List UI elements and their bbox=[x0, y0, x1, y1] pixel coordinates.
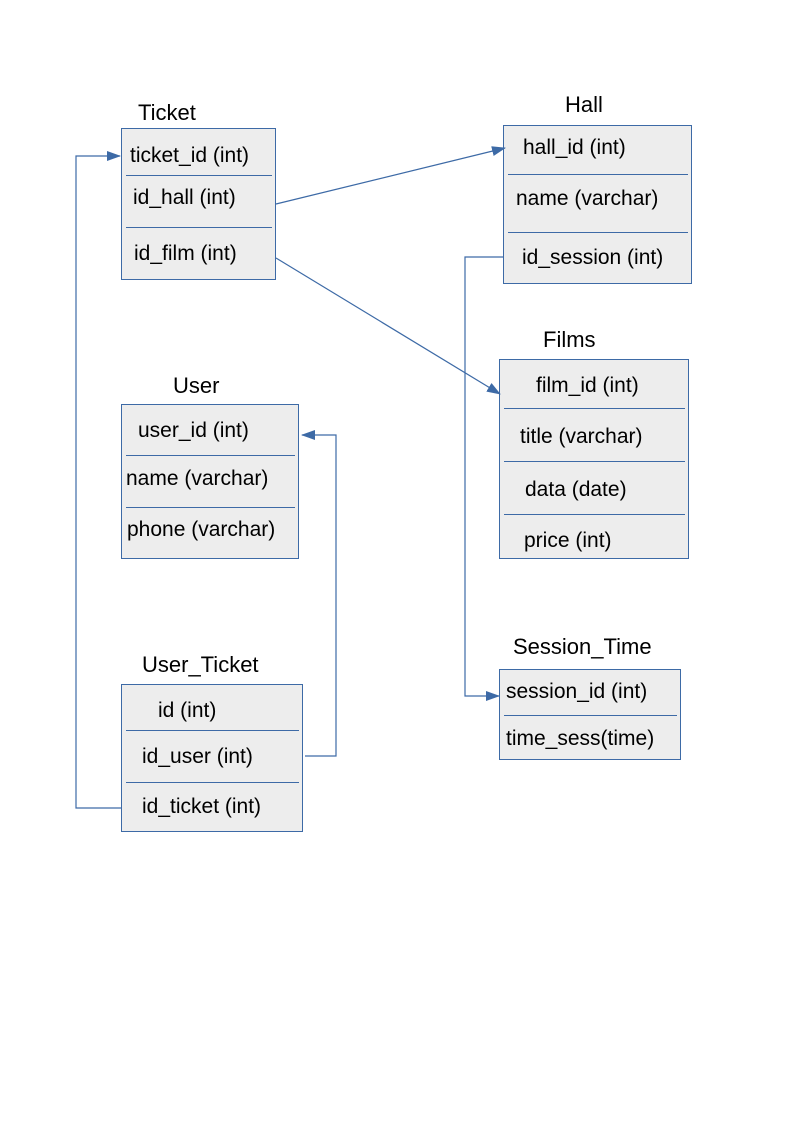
session-time-entity-title: Session_Time bbox=[513, 634, 652, 659]
hall-entity-title: Hall bbox=[565, 92, 603, 117]
user-ticket-separator bbox=[126, 782, 299, 783]
ticket-entity: ticket_id (int) id_hall (int) id_film (i… bbox=[121, 128, 276, 280]
connector-ticket-hall bbox=[275, 146, 506, 205]
user-ticket-separator bbox=[126, 730, 299, 731]
films-entity-title: Films bbox=[543, 327, 596, 352]
films-separator bbox=[504, 461, 685, 462]
films-field-title: title (varchar) bbox=[520, 425, 643, 448]
user-field-name: name (varchar) bbox=[126, 467, 269, 490]
connector-hall-session-time bbox=[464, 256, 503, 701]
hall-field-name: name (varchar) bbox=[516, 187, 659, 210]
connector-user-ticket-ticket bbox=[75, 151, 121, 809]
ticket-field-ticket-id: ticket_id (int) bbox=[130, 144, 250, 167]
films-field-data: data (date) bbox=[525, 478, 627, 501]
hall-separator bbox=[508, 232, 688, 233]
user-field-phone: phone (varchar) bbox=[127, 518, 276, 541]
ticket-field-id-film: id_film (int) bbox=[134, 242, 237, 265]
ticket-entity-title: Ticket bbox=[138, 100, 196, 125]
session-time-entity: session_id (int) time_sess(time) bbox=[499, 669, 681, 760]
session-time-separator bbox=[504, 715, 677, 716]
hall-entity: hall_id (int) name (varchar) id_session … bbox=[503, 125, 692, 284]
ticket-field-id-hall: id_hall (int) bbox=[133, 186, 236, 209]
user-field-user-id: user_id (int) bbox=[138, 419, 249, 442]
user-separator bbox=[126, 507, 295, 508]
user-ticket-field-id-user: id_user (int) bbox=[142, 745, 253, 768]
session-time-field-time-sess: time_sess(time) bbox=[506, 727, 655, 750]
films-field-price: price (int) bbox=[524, 529, 612, 552]
session-time-field-session-id: session_id (int) bbox=[506, 680, 648, 703]
user-separator bbox=[126, 455, 295, 456]
user-entity-title: User bbox=[173, 373, 220, 398]
films-separator bbox=[504, 408, 685, 409]
ticket-separator bbox=[126, 227, 272, 228]
user-ticket-field-id-ticket: id_ticket (int) bbox=[142, 795, 262, 818]
user-entity: user_id (int) name (varchar) phone (varc… bbox=[121, 404, 299, 559]
hall-field-hall-id: hall_id (int) bbox=[523, 136, 626, 159]
films-separator bbox=[504, 514, 685, 515]
ticket-separator bbox=[126, 175, 272, 176]
user-ticket-entity: id (int) id_user (int) id_ticket (int) bbox=[121, 684, 303, 832]
connector-user-ticket-user bbox=[301, 430, 337, 757]
user-ticket-field-id: id (int) bbox=[158, 699, 217, 722]
hall-separator bbox=[508, 174, 688, 175]
films-field-film-id: film_id (int) bbox=[536, 374, 639, 397]
hall-field-id-session: id_session (int) bbox=[522, 246, 664, 269]
connector-ticket-films bbox=[275, 257, 501, 395]
user-ticket-entity-title: User_Ticket bbox=[142, 652, 259, 677]
films-entity: film_id (int) title (varchar) data (date… bbox=[499, 359, 689, 559]
